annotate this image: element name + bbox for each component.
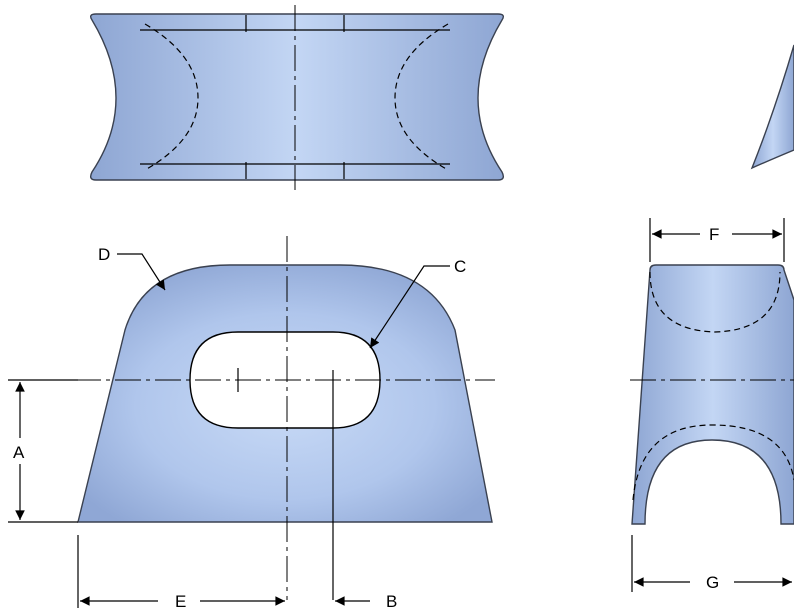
- label-a: A: [13, 443, 25, 462]
- top-view-hidden-left-arc: [144, 23, 199, 171]
- label-b: B: [386, 592, 397, 611]
- label-d: D: [98, 245, 110, 264]
- top-view-body: [89, 13, 505, 181]
- dimension-e: E: [77, 535, 285, 611]
- side-view-hidden-bottom-arc: [632, 424, 794, 501]
- front-view: [75, 236, 495, 600]
- side-view: [630, 264, 794, 525]
- leader-d: D: [98, 245, 166, 291]
- dimension-b: B: [335, 592, 397, 611]
- top-view-hidden-right-arc: [394, 23, 449, 171]
- label-c: C: [454, 257, 466, 276]
- side-view-hidden-top-arc: [649, 271, 781, 333]
- label-g: G: [706, 573, 719, 592]
- dimension-g: G: [631, 535, 793, 592]
- isometric-view-fragment: [750, 44, 794, 170]
- side-view-body: [631, 264, 794, 525]
- dimension-a: A: [8, 379, 78, 523]
- label-e: E: [175, 592, 186, 611]
- dimension-f: F: [649, 218, 785, 262]
- label-f: F: [709, 225, 719, 244]
- leader-c: C: [369, 257, 466, 349]
- top-view: [89, 5, 505, 190]
